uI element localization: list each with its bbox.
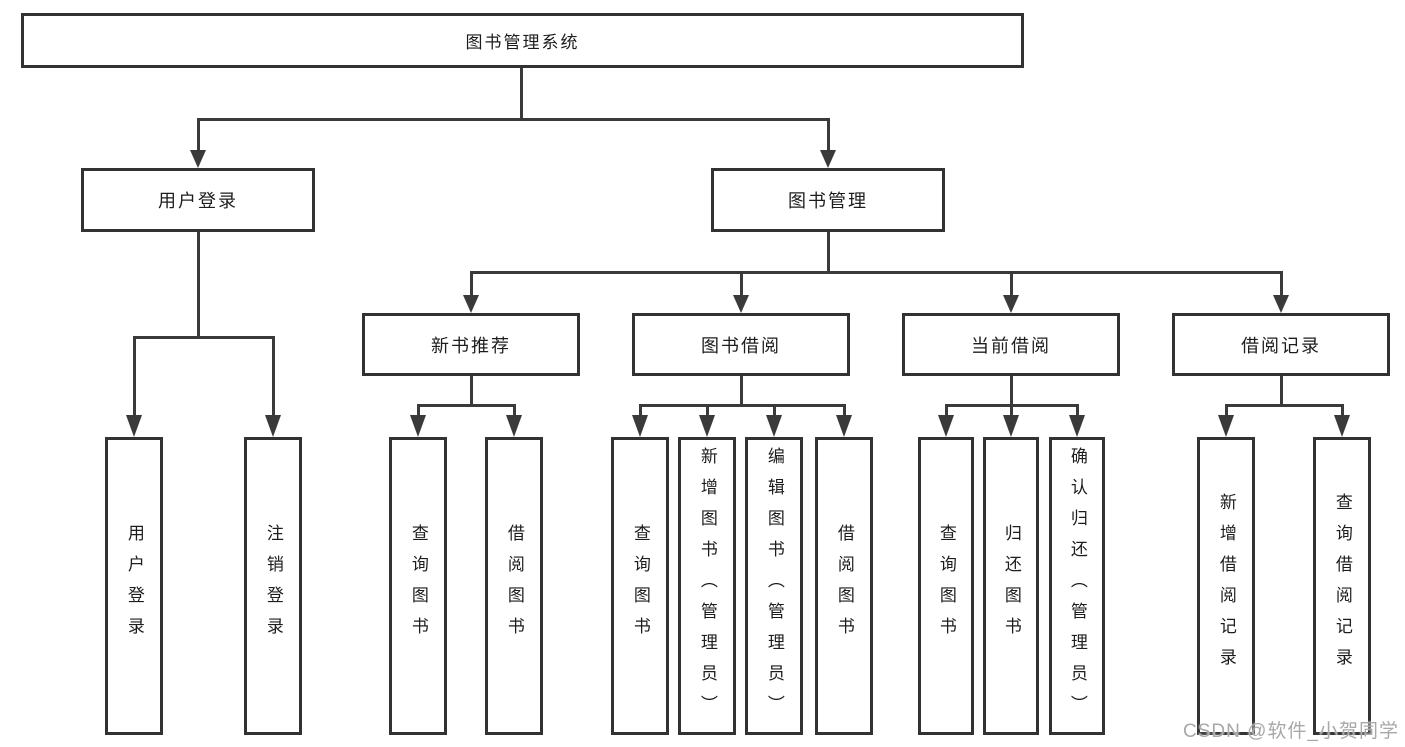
leaf-current-confirm-return-admin: 确认归还（管理员） [1049, 437, 1105, 735]
edge-book-management-bar [469, 271, 1283, 274]
edge-drop-borrow-records [1279, 271, 1283, 297]
leaf-label: 确认归还（管理员） [1067, 446, 1087, 726]
leaf-borrow-borrow-books: 借阅图书 [815, 437, 873, 735]
arrowhead-current-query [938, 415, 954, 437]
leaf-label: 归还图书 [1001, 524, 1021, 648]
node-borrow-records: 借阅记录 [1172, 313, 1390, 376]
edge-drop-user-login [196, 118, 200, 152]
arrowhead-new-book-recommend [463, 295, 479, 313]
arrowhead-borrow-edit [766, 415, 782, 437]
edge-drop-recommend-borrow [512, 404, 516, 417]
edge-drop-leaf-logout [271, 336, 275, 417]
arrowhead-leaf-user-login [126, 415, 142, 437]
leaf-borrow-add-books-admin: 新增图书（管理员） [678, 437, 736, 735]
arrowhead-records-query [1334, 415, 1350, 437]
edge-drop-borrow-borrow [842, 404, 846, 417]
node-new-book-recommend: 新书推荐 [362, 313, 580, 376]
edge-borrow-bar [638, 404, 846, 407]
leaf-borrow-query-books: 查询图书 [611, 437, 669, 735]
arrowhead-current-borrow [1003, 295, 1019, 313]
arrowhead-recommend-query [410, 415, 426, 437]
edge-drop-borrow-query [638, 404, 642, 417]
edge-drop-current-query [944, 404, 948, 417]
leaf-user-login: 用户登录 [105, 437, 163, 735]
leaf-label: 借阅图书 [834, 524, 854, 648]
edge-drop-current-borrow [1009, 271, 1013, 297]
edge-records-bar [1224, 404, 1343, 407]
csdn-watermark: CSDN @软件_小贺同学 [1183, 721, 1399, 742]
arrowhead-leaf-logout [265, 415, 281, 437]
edge-drop-book-management [826, 118, 830, 152]
leaf-label: 查询图书 [630, 524, 650, 648]
arrowhead-current-return [1003, 415, 1019, 437]
node-book-borrow: 图书借阅 [632, 313, 850, 376]
leaf-recommend-borrow-books: 借阅图书 [485, 437, 543, 735]
edge-recommend-bar [416, 404, 516, 407]
arrowhead-user-login [190, 150, 206, 168]
leaf-label: 查询借阅记录 [1332, 493, 1352, 679]
edge-current-stem [1009, 376, 1013, 407]
edge-drop-borrow-add [705, 404, 709, 417]
edge-drop-borrow-edit [772, 404, 776, 417]
edge-recommend-stem [469, 376, 473, 407]
edge-drop-new-book-recommend [469, 271, 473, 297]
leaf-label: 借阅图书 [504, 524, 524, 648]
leaf-current-return-books: 归还图书 [983, 437, 1039, 735]
leaf-label: 查询图书 [936, 524, 956, 648]
leaf-borrow-edit-books-admin: 编辑图书（管理员） [745, 437, 803, 735]
node-user-login: 用户登录 [81, 168, 315, 232]
edge-drop-current-confirm [1075, 404, 1079, 417]
edge-drop-recommend-query [416, 404, 420, 417]
edge-root-stem [519, 68, 523, 121]
edge-book-management-stem [826, 232, 830, 274]
node-root: 图书管理系统 [21, 13, 1024, 68]
arrowhead-recommend-borrow [506, 415, 522, 437]
arrowhead-borrow-borrow [836, 415, 852, 437]
arrowhead-records-add [1218, 415, 1234, 437]
arrowhead-book-management [820, 150, 836, 168]
leaf-label: 编辑图书（管理员） [764, 446, 784, 726]
leaf-records-add-record: 新增借阅记录 [1197, 437, 1255, 735]
edge-drop-records-query [1340, 404, 1344, 417]
node-current-borrow: 当前借阅 [902, 313, 1120, 376]
edge-drop-book-borrow [739, 271, 743, 297]
edge-user-login-stem [196, 232, 200, 339]
arrowhead-current-confirm [1069, 415, 1085, 437]
edge-drop-current-return [1009, 404, 1013, 417]
leaf-logout-login: 注销登录 [244, 437, 302, 735]
leaf-label: 查询图书 [408, 524, 428, 648]
node-book-management: 图书管理 [711, 168, 945, 232]
arrowhead-borrow-add [699, 415, 715, 437]
edge-drop-records-add [1224, 404, 1228, 417]
edge-records-stem [1279, 376, 1283, 407]
leaf-label: 新增图书（管理员） [697, 446, 717, 726]
edge-root-bar [196, 118, 830, 121]
arrowhead-book-borrow [733, 295, 749, 313]
edge-borrow-stem [739, 376, 743, 407]
leaf-label: 用户登录 [124, 524, 144, 648]
leaf-label: 新增借阅记录 [1216, 493, 1236, 679]
leaf-current-query-books: 查询图书 [918, 437, 974, 735]
leaf-records-query-record: 查询借阅记录 [1313, 437, 1371, 735]
leaf-label: 注销登录 [263, 524, 283, 648]
leaf-recommend-query-books: 查询图书 [389, 437, 447, 735]
arrowhead-borrow-query [632, 415, 648, 437]
arrowhead-borrow-records [1273, 295, 1289, 313]
edge-user-login-bar [132, 336, 275, 339]
edge-drop-leaf-user-login [132, 336, 136, 417]
